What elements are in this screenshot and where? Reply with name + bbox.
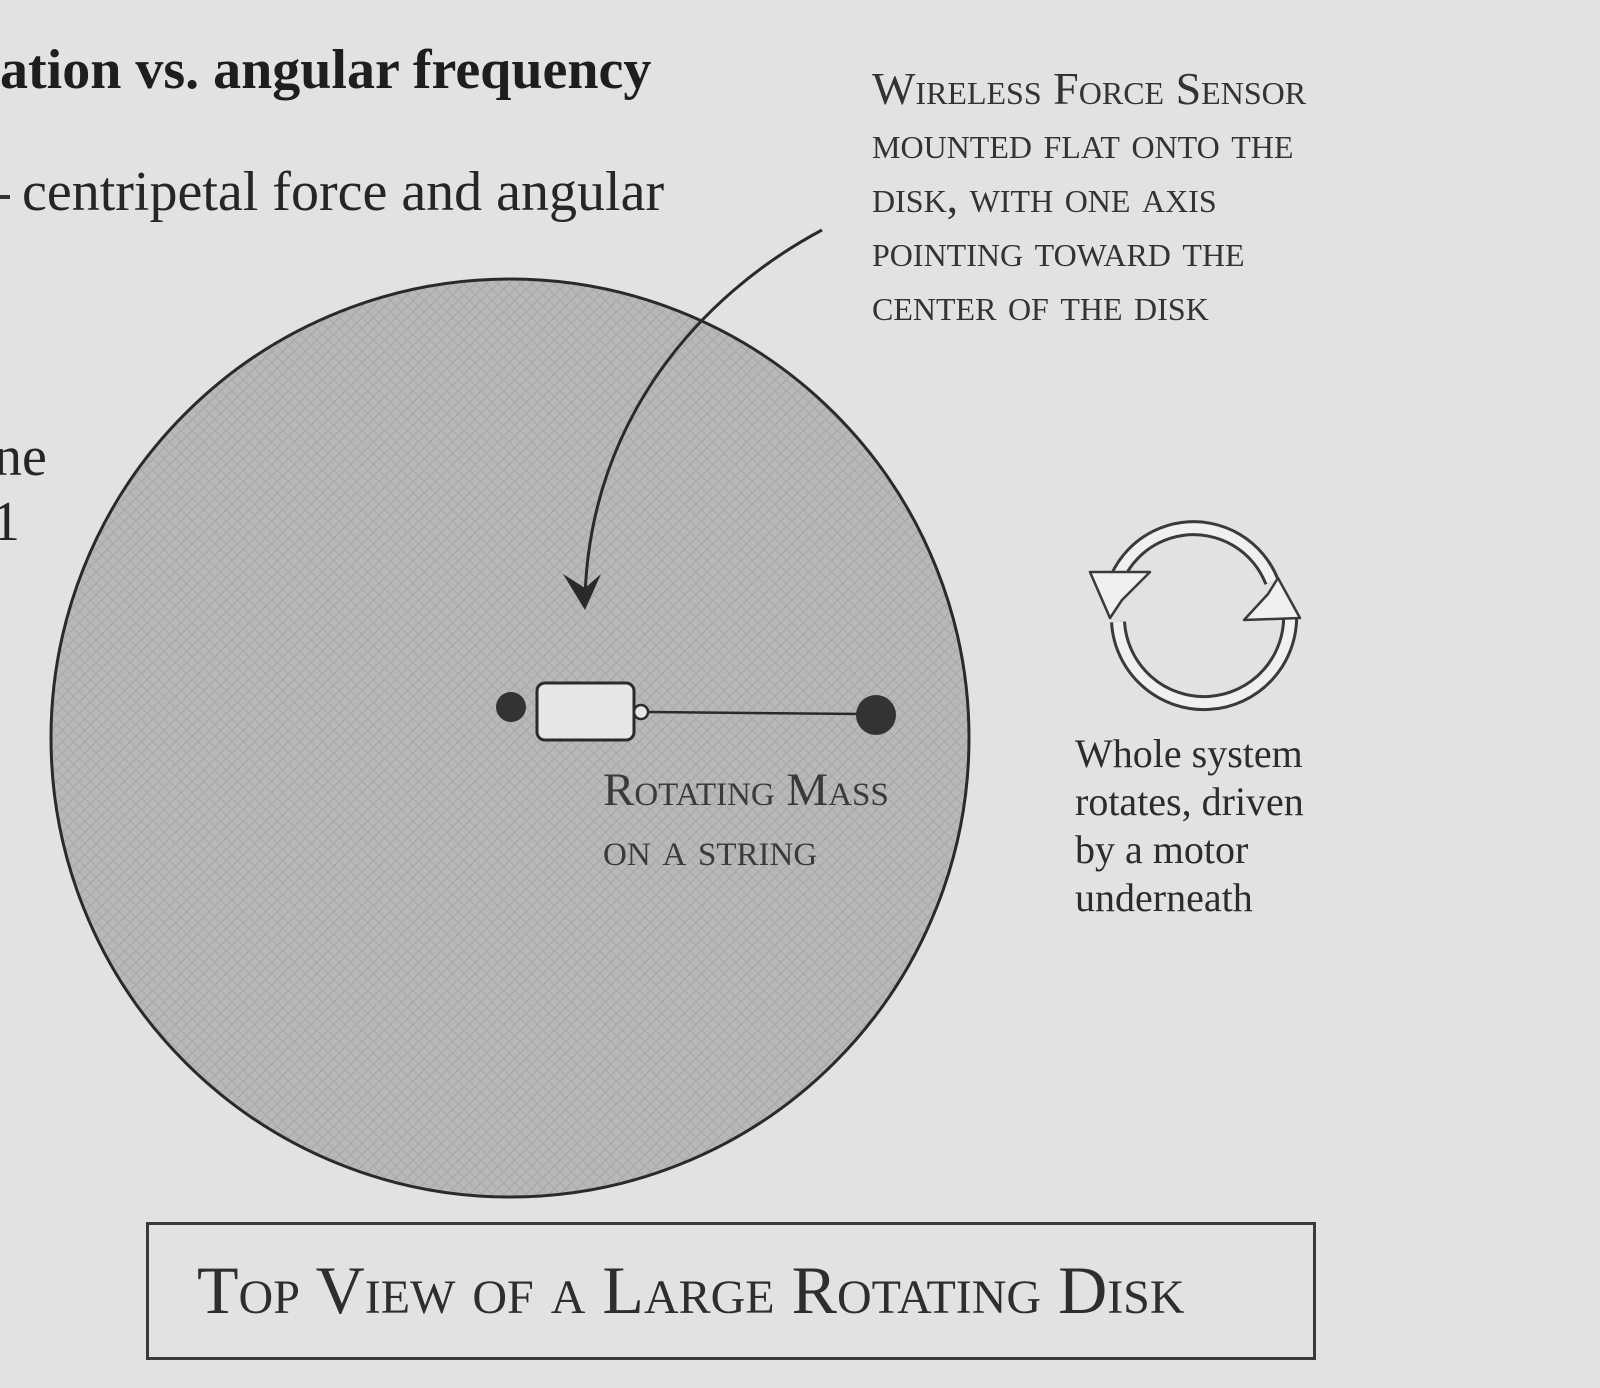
mass-on-string [496,681,896,742]
mass-label-line: Rotating Mass [603,764,889,816]
margin-fragment-2: 1 [0,491,20,553]
sensor-label-line: disk, with one axis [872,171,1217,222]
rotating-disk [49,277,971,1199]
sensor-label-line: center of the disk [872,279,1209,330]
sensor-label-line: mounted flat onto the [872,117,1294,168]
system-note-line: by a motor [1075,827,1249,872]
margin-fragment-1: ne [0,426,47,488]
system-note: Whole system rotates, driven by a motor … [1075,730,1304,922]
sensor-label: Wireless Force Sensor mounted flat onto … [872,62,1306,332]
sensor-label-line: Wireless Force Sensor [872,63,1307,114]
diagram-caption: Top View of a Large Rotating Disk [197,1252,1185,1328]
sensor-label-line: pointing toward the [872,225,1245,276]
rotating-mass [856,695,896,735]
mass-label: Rotating Mass on a string [603,760,889,880]
system-note-line: underneath [1075,875,1253,920]
force-sensor [535,681,636,742]
heading-fragment: ation vs. angular frequency [0,39,652,101]
system-note-line: rotates, driven [1075,779,1304,824]
system-note-line: Whole system [1075,731,1303,776]
curved-arrow [563,228,823,610]
sensor-hook [632,703,650,721]
circular-arrows-icon [1088,520,1302,712]
string [647,710,863,716]
body-text-fragment: centripetal force and angular [0,160,664,224]
anchor-dot [496,692,526,722]
mass-label-line: on a string [603,824,818,876]
caption-box: Top View of a Large Rotating Disk [146,1222,1316,1360]
